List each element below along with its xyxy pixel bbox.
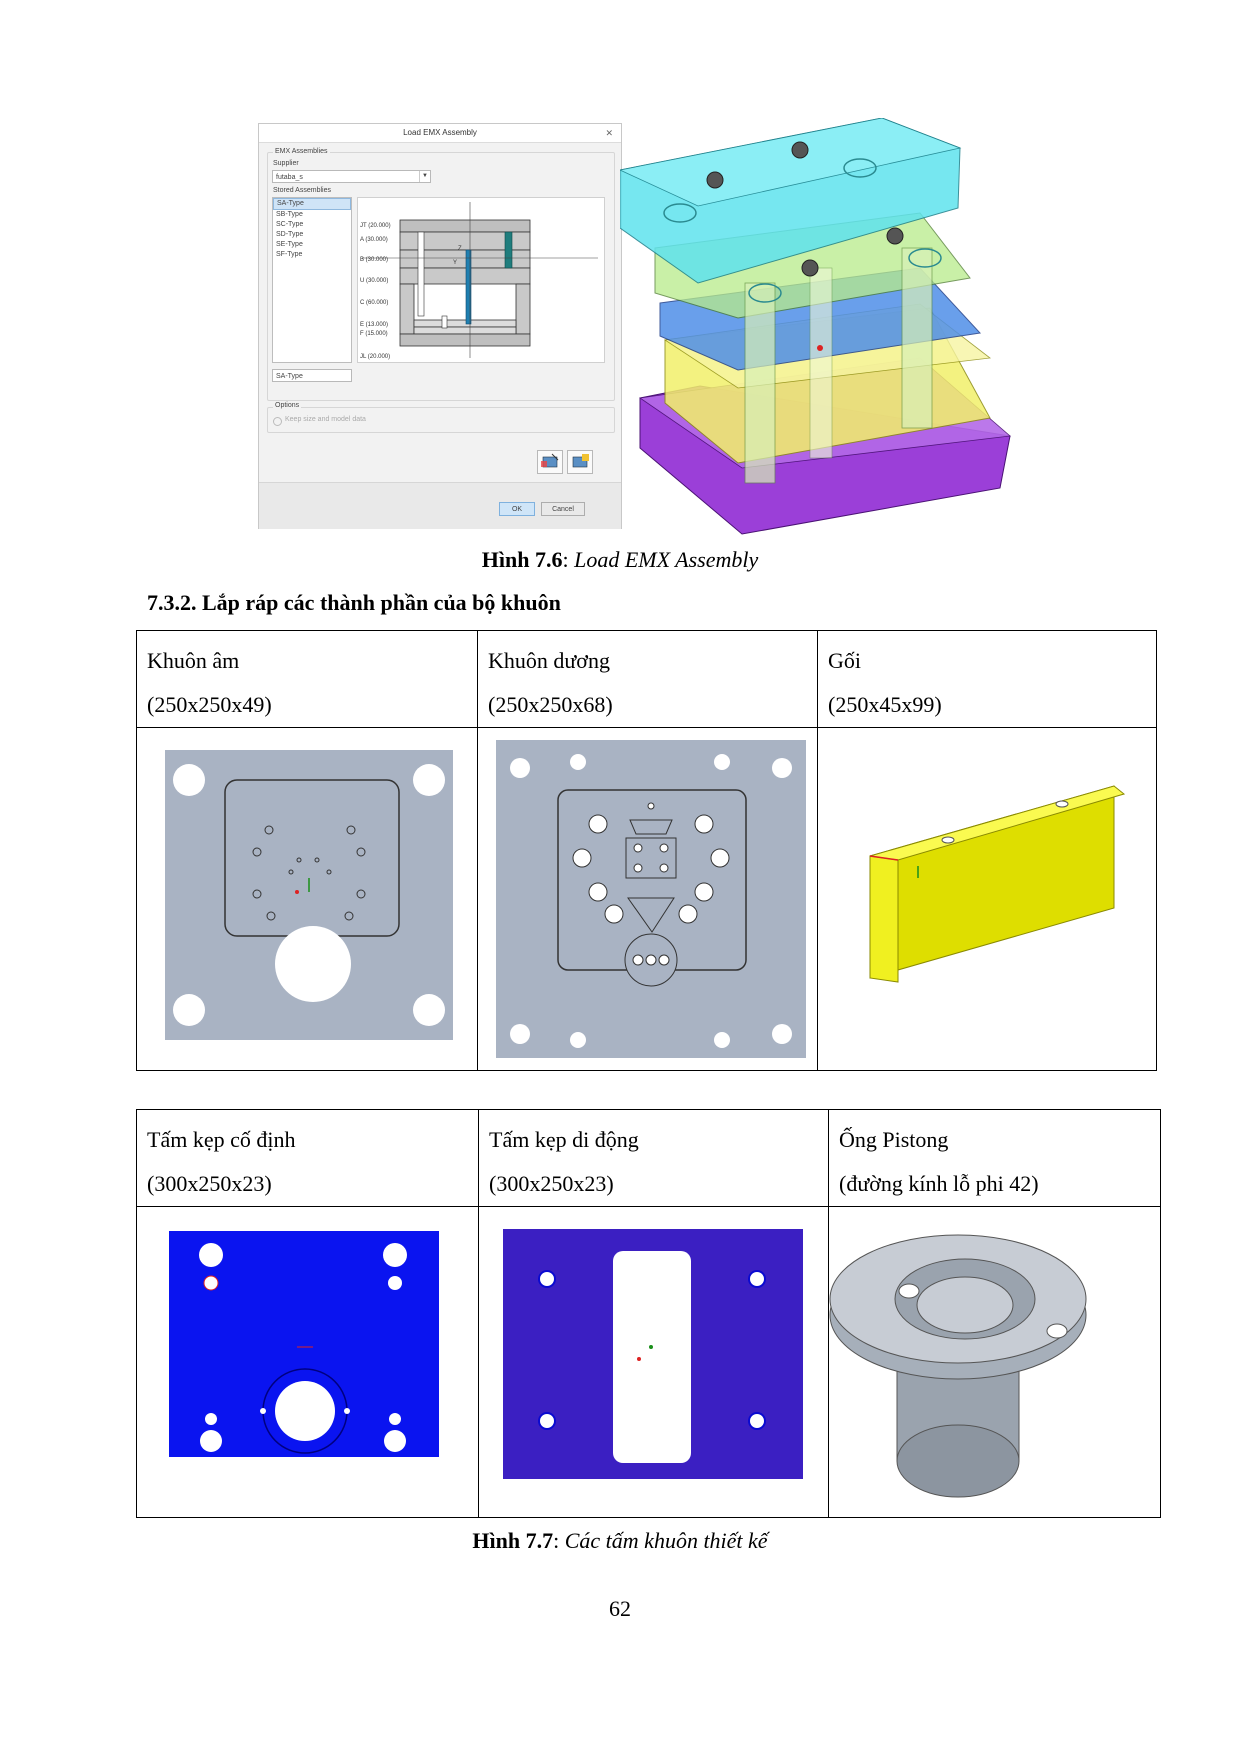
assembly-preview: Z Y JT (20.000) A (30.000) B (30.000) U … [357, 197, 605, 363]
table-row [136, 1206, 1161, 1518]
table-cell: Khuôn âm (250x250x49) [136, 630, 478, 728]
table-cell: Khuôn dương (250x250x68) [477, 630, 818, 728]
table-cell: Tấm kẹp di động (300x250x23) [478, 1109, 829, 1207]
table-cell [478, 1206, 829, 1518]
options-group [267, 407, 615, 433]
ok-button[interactable]: OK [499, 502, 535, 516]
dim-label: F (15.000) [360, 331, 388, 337]
figure-number: Hình 7.6 [481, 547, 563, 572]
core-plate-image [496, 740, 806, 1058]
piston-tube-image [829, 1234, 1087, 1498]
table-cell [136, 727, 478, 1071]
chevron-down-icon[interactable]: ▼ [419, 171, 430, 182]
table-row: Tấm kẹp cố định (300x250x23) Tấm kẹp di đ… [136, 1109, 1161, 1207]
table-row [136, 727, 1157, 1071]
dim-label: E (13.000) [360, 322, 388, 328]
stored-assemblies-label: Stored Assemblies [273, 187, 331, 194]
dim-label: B (30.000) [360, 257, 388, 263]
part-name: Tấm kẹp cố định [147, 1127, 296, 1152]
list-item[interactable]: SD-Type [276, 231, 304, 238]
part-dimensions: (đường kính lỗ phi 42) [839, 1171, 1039, 1196]
figure-7-6-caption: Hình 7.6: Load EMX Assembly [481, 547, 759, 572]
part-name: Ống Pistong [839, 1127, 949, 1152]
table-cell [477, 727, 818, 1071]
parts-table-2: Tấm kẹp cố định (300x250x23) Tấm kẹp di đ… [136, 1109, 1161, 1518]
list-item[interactable]: SB-Type [276, 211, 303, 218]
page-number: 62 [609, 1596, 631, 1621]
mold-assembly-3d [620, 118, 1011, 535]
part-dimensions: (250x45x99) [828, 692, 942, 717]
section-heading: 7.3.2. Lắp ráp các thành phần của bộ khu… [147, 590, 561, 615]
part-dimensions: (250x250x49) [147, 692, 272, 717]
load-assembly-icon[interactable] [537, 450, 563, 474]
group-label: EMX Assemblies [273, 148, 330, 155]
assembly-name-field[interactable]: SA-Type [272, 369, 352, 382]
part-dimensions: (300x250x23) [147, 1171, 272, 1196]
list-item[interactable]: SE-Type [276, 241, 303, 248]
mold-section-diagram: Z Y JT (20.000) A (30.000) B (30.000) U … [360, 202, 598, 360]
table-cell: Tấm kẹp cố định (300x250x23) [136, 1109, 479, 1207]
supplier-select[interactable]: futaba_s ▼ [272, 170, 431, 183]
dim-label: U (30.000) [360, 278, 388, 284]
cavity-plate-image [165, 750, 453, 1040]
table-cell: Gối (250x45x99) [817, 630, 1157, 728]
list-item[interactable]: SF-Type [276, 251, 303, 258]
list-item[interactable]: SC-Type [276, 221, 304, 228]
list-item[interactable]: SA-Type [273, 198, 351, 210]
svg-text:Y: Y [453, 260, 457, 266]
load-emx-dialog: Load EMX Assembly ✕ EMX Assemblies Suppl… [258, 123, 622, 529]
moving-clamp-plate-image [503, 1229, 803, 1479]
save-assembly-icon[interactable] [567, 450, 593, 474]
part-name: Khuôn âm [147, 648, 240, 673]
figure-text: Các tấm khuôn thiết kế [564, 1528, 768, 1553]
table-cell: Ống Pistong (đường kính lỗ phi 42) [828, 1109, 1161, 1207]
figure-7-7-caption: Hình 7.7: Các tấm khuôn thiết kế [472, 1528, 768, 1553]
cancel-button[interactable]: Cancel [541, 502, 585, 516]
dim-label: JL (20.000) [360, 354, 390, 360]
table-cell [817, 727, 1157, 1071]
dim-label: A (30.000) [360, 237, 388, 243]
keep-size-radio[interactable] [273, 417, 282, 426]
figure-text: Load EMX Assembly [574, 547, 759, 572]
keep-size-label: Keep size and model data [285, 416, 366, 423]
supplier-label: Supplier [273, 160, 299, 167]
close-icon[interactable]: ✕ [605, 128, 613, 138]
dialog-footer [259, 482, 621, 529]
svg-text:Z: Z [458, 246, 462, 252]
part-name: Gối [828, 648, 861, 673]
emx-assemblies-group [267, 152, 615, 401]
dim-label: C (60.000) [360, 300, 388, 306]
supplier-value: futaba_s [276, 174, 303, 181]
part-name: Khuôn dương [488, 648, 610, 673]
table-cell [136, 1206, 479, 1518]
assemblies-list[interactable]: SA-Type SB-Type SC-Type SD-Type SE-Type … [272, 197, 352, 363]
dialog-title: Load EMX Assembly [403, 128, 477, 137]
part-dimensions: (250x250x68) [488, 692, 613, 717]
dim-label: JT (20.000) [360, 223, 391, 229]
table-cell [828, 1206, 1161, 1518]
table-row: Khuôn âm (250x250x49) Khuôn dương (250x250… [136, 630, 1157, 728]
assembly-name-value: SA-Type [276, 373, 303, 380]
support-block-image [869, 785, 1126, 983]
part-name: Tấm kẹp di động [489, 1127, 639, 1152]
fixed-clamp-plate-image [169, 1231, 439, 1457]
options-label: Options [273, 402, 302, 409]
figure-number: Hình 7.7 [472, 1528, 554, 1553]
part-dimensions: (300x250x23) [489, 1171, 614, 1196]
parts-table-1: Khuôn âm (250x250x49) Khuôn dương (250x250… [136, 630, 1157, 1071]
